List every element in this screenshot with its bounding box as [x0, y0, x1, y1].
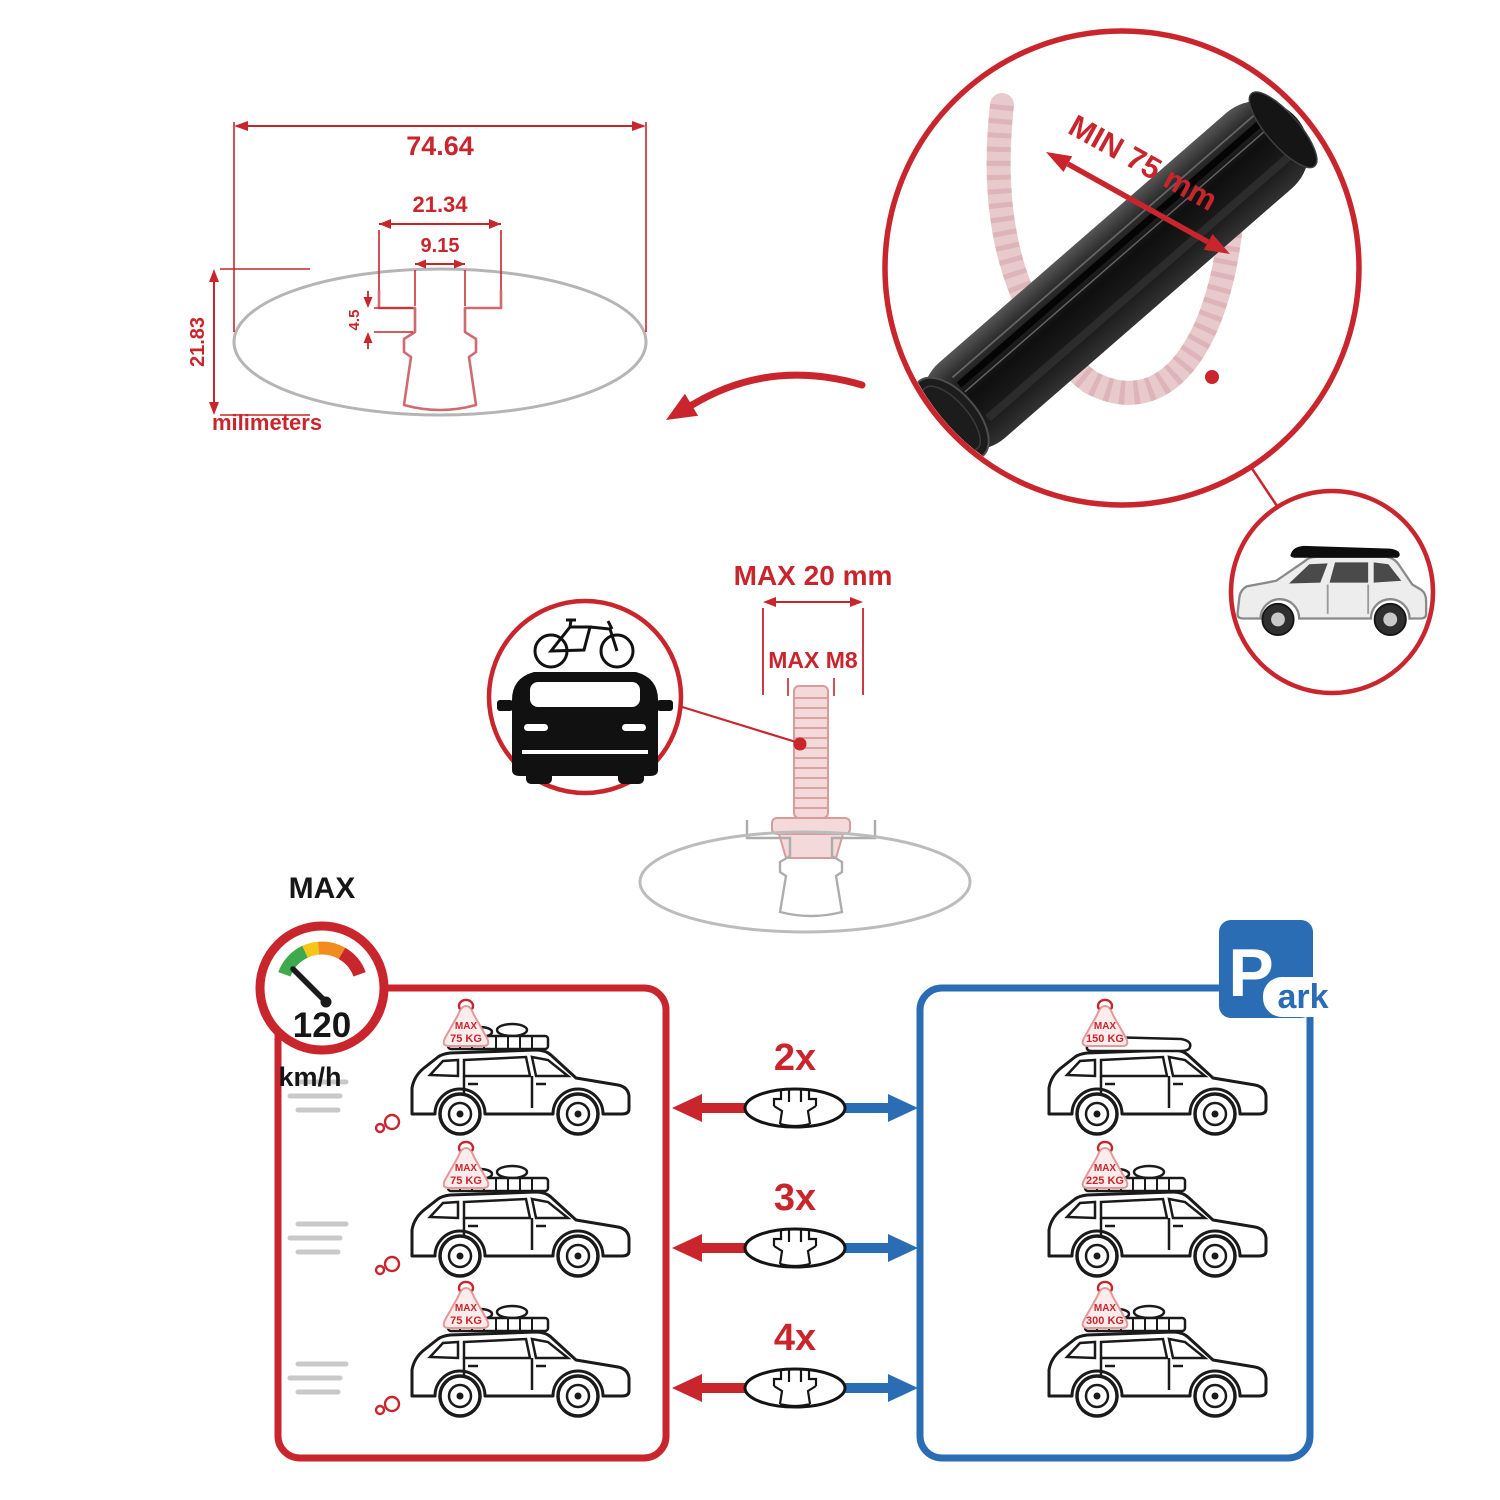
- dimension-recess-width: 21.34: [378, 192, 502, 290]
- right-arrow-icon: [844, 1234, 918, 1262]
- car-row: MAX 150 KG: [1047, 998, 1268, 1136]
- t-slot-profile: [377, 290, 503, 412]
- speed-lines-icon: [287, 1361, 349, 1395]
- parking-box: MAX 150 KG MAX 225 KG MAX 300 KG: [1047, 920, 1343, 1418]
- bar-closeup-section: MIN 75 mm: [882, 28, 1362, 508]
- left-arrow-icon: [672, 1374, 746, 1402]
- thread-extent-ticks: [787, 678, 835, 696]
- car-row: MAX 75 KG: [287, 1280, 631, 1418]
- pointer-arrow: [666, 371, 866, 420]
- crossbar-section-icon: [743, 1367, 847, 1409]
- load-tag-value: 225 KG: [1086, 1175, 1124, 1187]
- gauge-title: MAX: [289, 872, 356, 905]
- load-tag-title: MAX: [1094, 1163, 1117, 1174]
- speed-lines-icon: [287, 1221, 349, 1255]
- dimension-slot-width: 9.15: [414, 235, 466, 306]
- suv-roofbox-icon: [1236, 545, 1428, 637]
- driving-box: MAX 75 KG MAX 75 KG: [287, 998, 631, 1418]
- car-row: MAX 300 KG: [1047, 1280, 1268, 1418]
- left-arrow-icon: [672, 1094, 746, 1122]
- units-label: milimeters: [212, 410, 322, 435]
- parking-sign-pill: [1263, 977, 1343, 1017]
- load-tag-value: 300 KG: [1086, 1315, 1124, 1327]
- channel-profile-ghost: [638, 820, 972, 934]
- speed-lines-icon: [287, 1079, 349, 1113]
- load-tag: MAX 75 KG: [442, 1280, 490, 1329]
- dim-height-label: 21.83: [187, 317, 209, 367]
- bar-count-label: 4x: [774, 1317, 816, 1359]
- mounting-strap-ghost: [986, 93, 1245, 405]
- dim-lip-depth-label: 4.5: [346, 310, 363, 331]
- bolt-leader-line: [678, 704, 797, 744]
- dim-recess-width-label: 21.34: [412, 192, 468, 217]
- bolt-diagram-section: MAX 20 mm MAX M8: [638, 560, 972, 934]
- left-arrow-icon: [672, 1234, 746, 1262]
- right-arrow-icon: [844, 1374, 918, 1402]
- load-tag-value: 75 KG: [450, 1175, 482, 1187]
- speed-gauge: MAX 120 km/h: [255, 872, 389, 1092]
- load-tag-title: MAX: [1094, 1303, 1117, 1314]
- closeup-circle-frame: [882, 28, 1362, 508]
- load-tag: MAX 75 KG: [442, 1140, 490, 1189]
- dimension-height: 21.83: [187, 268, 310, 416]
- bar-count-label: 3x: [774, 1177, 816, 1219]
- gauge-arc: [278, 941, 366, 977]
- exhaust-smoke-icon: [374, 1395, 401, 1416]
- load-tag: MAX 300 KG: [1081, 1280, 1129, 1329]
- load-tag-title: MAX: [455, 1021, 478, 1032]
- load-tag-title: MAX: [455, 1303, 478, 1314]
- roofbox-car-badge: [1228, 488, 1436, 696]
- strap-point-dot: [1205, 370, 1219, 384]
- bike-car-badge: [486, 598, 684, 796]
- crossbar-section-icon: [743, 1227, 847, 1269]
- dimension-lip-depth: 4.5: [346, 291, 413, 349]
- max-width-label: MAX 20 mm: [734, 560, 893, 591]
- gauge-unit: km/h: [278, 1062, 341, 1092]
- roof-cargo-box-icon: [1290, 545, 1400, 558]
- load-tag-title: MAX: [455, 1163, 478, 1174]
- crossbar-section-icon: [743, 1087, 847, 1129]
- dimension-total-width: 74.64: [233, 121, 647, 332]
- bar-count-label: 2x: [774, 1037, 816, 1079]
- exhaust-smoke-icon: [374, 1113, 401, 1134]
- parking-sign: P ark: [1219, 920, 1343, 1018]
- t-bolt-icon: [771, 685, 851, 859]
- parking-sign-rest: ark: [1277, 978, 1328, 1016]
- load-tag: MAX 75 KG: [442, 998, 490, 1047]
- bar-cross-section-ellipse: [232, 267, 648, 417]
- bar-count-row: 3x: [672, 1177, 918, 1269]
- crossbar-3d-render: [912, 91, 1318, 461]
- gauge-needle: [290, 966, 329, 1005]
- badge-connector-line: [1249, 466, 1279, 507]
- car-row: MAX 225 KG: [1047, 1140, 1268, 1278]
- car-row: MAX 75 KG: [287, 1140, 631, 1278]
- load-tag-title: MAX: [1094, 1021, 1117, 1032]
- max-thread-label: MAX M8: [768, 647, 858, 673]
- car-front-icon: [497, 672, 673, 784]
- bolt-point-dot: [793, 737, 807, 751]
- gauge-needle-pivot: [320, 996, 332, 1008]
- exhaust-smoke-icon: [374, 1255, 401, 1276]
- right-arrow-icon: [844, 1094, 918, 1122]
- bicycle-icon: [533, 618, 635, 669]
- gauge-value: 120: [293, 1006, 351, 1045]
- bar-count-row: 4x: [672, 1317, 918, 1409]
- car-row: MAX 75 KG: [287, 998, 631, 1136]
- bar-count-column: 2x 3x 4x: [672, 1037, 918, 1409]
- load-tag-value: 150 KG: [1086, 1033, 1124, 1045]
- load-tag: MAX 150 KG: [1081, 998, 1129, 1047]
- dim-total-width-label: 74.64: [406, 131, 474, 161]
- dim-slot-width-label: 9.15: [421, 235, 460, 257]
- load-tag-value: 75 KG: [450, 1033, 482, 1045]
- load-tag: MAX 225 KG: [1081, 1140, 1129, 1189]
- bolt-width-dimension: [762, 597, 864, 695]
- tech-drawing-section: 74.64 21.34 9.15 4.5: [187, 121, 648, 435]
- load-tag-value: 75 KG: [450, 1315, 482, 1327]
- bar-count-row: 2x: [672, 1037, 918, 1129]
